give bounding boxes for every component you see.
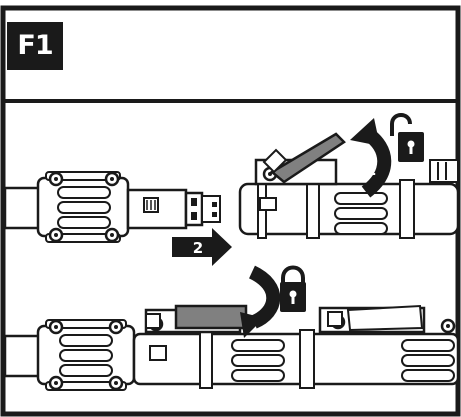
step-2-arrow	[172, 228, 232, 266]
upper-pole-left	[3, 171, 221, 243]
upper-pole-right	[238, 132, 460, 239]
closed-lever	[174, 304, 248, 330]
figure-label: F1	[7, 22, 63, 70]
open-lever	[269, 132, 346, 184]
step-3-arrow	[240, 265, 281, 338]
padlock-open-icon	[390, 113, 424, 162]
step-2-number: 2	[193, 239, 203, 257]
padlock-closed-icon	[280, 265, 306, 312]
lower-pole-assembly	[3, 304, 460, 391]
step-3-number: 3	[257, 289, 267, 307]
step-1-arrow	[350, 118, 392, 198]
step-1-number: 1	[366, 161, 376, 179]
